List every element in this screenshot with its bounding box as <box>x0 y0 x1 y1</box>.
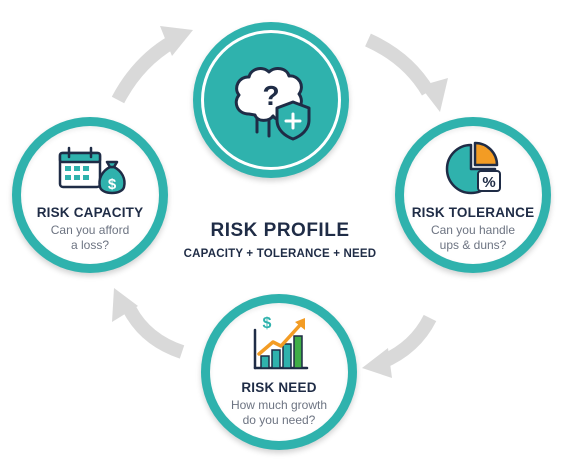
risk-tolerance-subtitle: Can you handle ups & duns? <box>430 223 516 252</box>
risk-tolerance-title: RISK TOLERANCE <box>411 205 535 220</box>
arrowhead-top-right <box>420 78 448 112</box>
brain-question-shield-icon: ? <box>234 67 311 141</box>
risk-need-node-inner <box>210 303 348 441</box>
center-subtitle: CAPACITY + TOLERANCE + NEED <box>183 248 377 260</box>
risk-need-node: $ RISK NEED How much growth do you need? <box>201 294 357 450</box>
svg-text:%: % <box>482 174 495 191</box>
risk-tolerance-node-inner <box>404 126 542 264</box>
risk-capacity-subtitle: Can you afford a loss? <box>50 223 130 252</box>
arrow-left-to-top <box>111 35 176 104</box>
risk-tolerance-node: % RISK TOLERANCE Can you handle ups & du… <box>395 117 551 273</box>
svg-text:$: $ <box>108 176 117 193</box>
arrowhead-top-left <box>160 26 193 56</box>
arrowhead-bottom-right <box>362 348 392 378</box>
center-title: RISK PROFILE <box>210 220 350 241</box>
pie-chart-percent-icon: % <box>445 141 501 195</box>
svg-text:?: ? <box>262 80 279 111</box>
arrowhead-bottom-left <box>112 288 138 322</box>
arrow-top-to-right <box>365 33 435 96</box>
risk-capacity-title: RISK CAPACITY <box>36 205 144 220</box>
growth-bar-chart-icon: $ <box>253 315 309 370</box>
arrow-bottom-to-left <box>123 306 185 359</box>
svg-text:$: $ <box>263 315 272 332</box>
calendar-money-bag-icon: $ <box>58 146 126 195</box>
arrow-right-to-bottom <box>379 314 437 369</box>
risk-profile-node: ? <box>193 22 349 178</box>
risk-need-title: RISK NEED <box>241 380 317 395</box>
risk-capacity-node: $ RISK CAPACITY Can you afford a loss? <box>12 117 168 273</box>
risk-need-subtitle: How much growth do you need? <box>230 398 328 427</box>
